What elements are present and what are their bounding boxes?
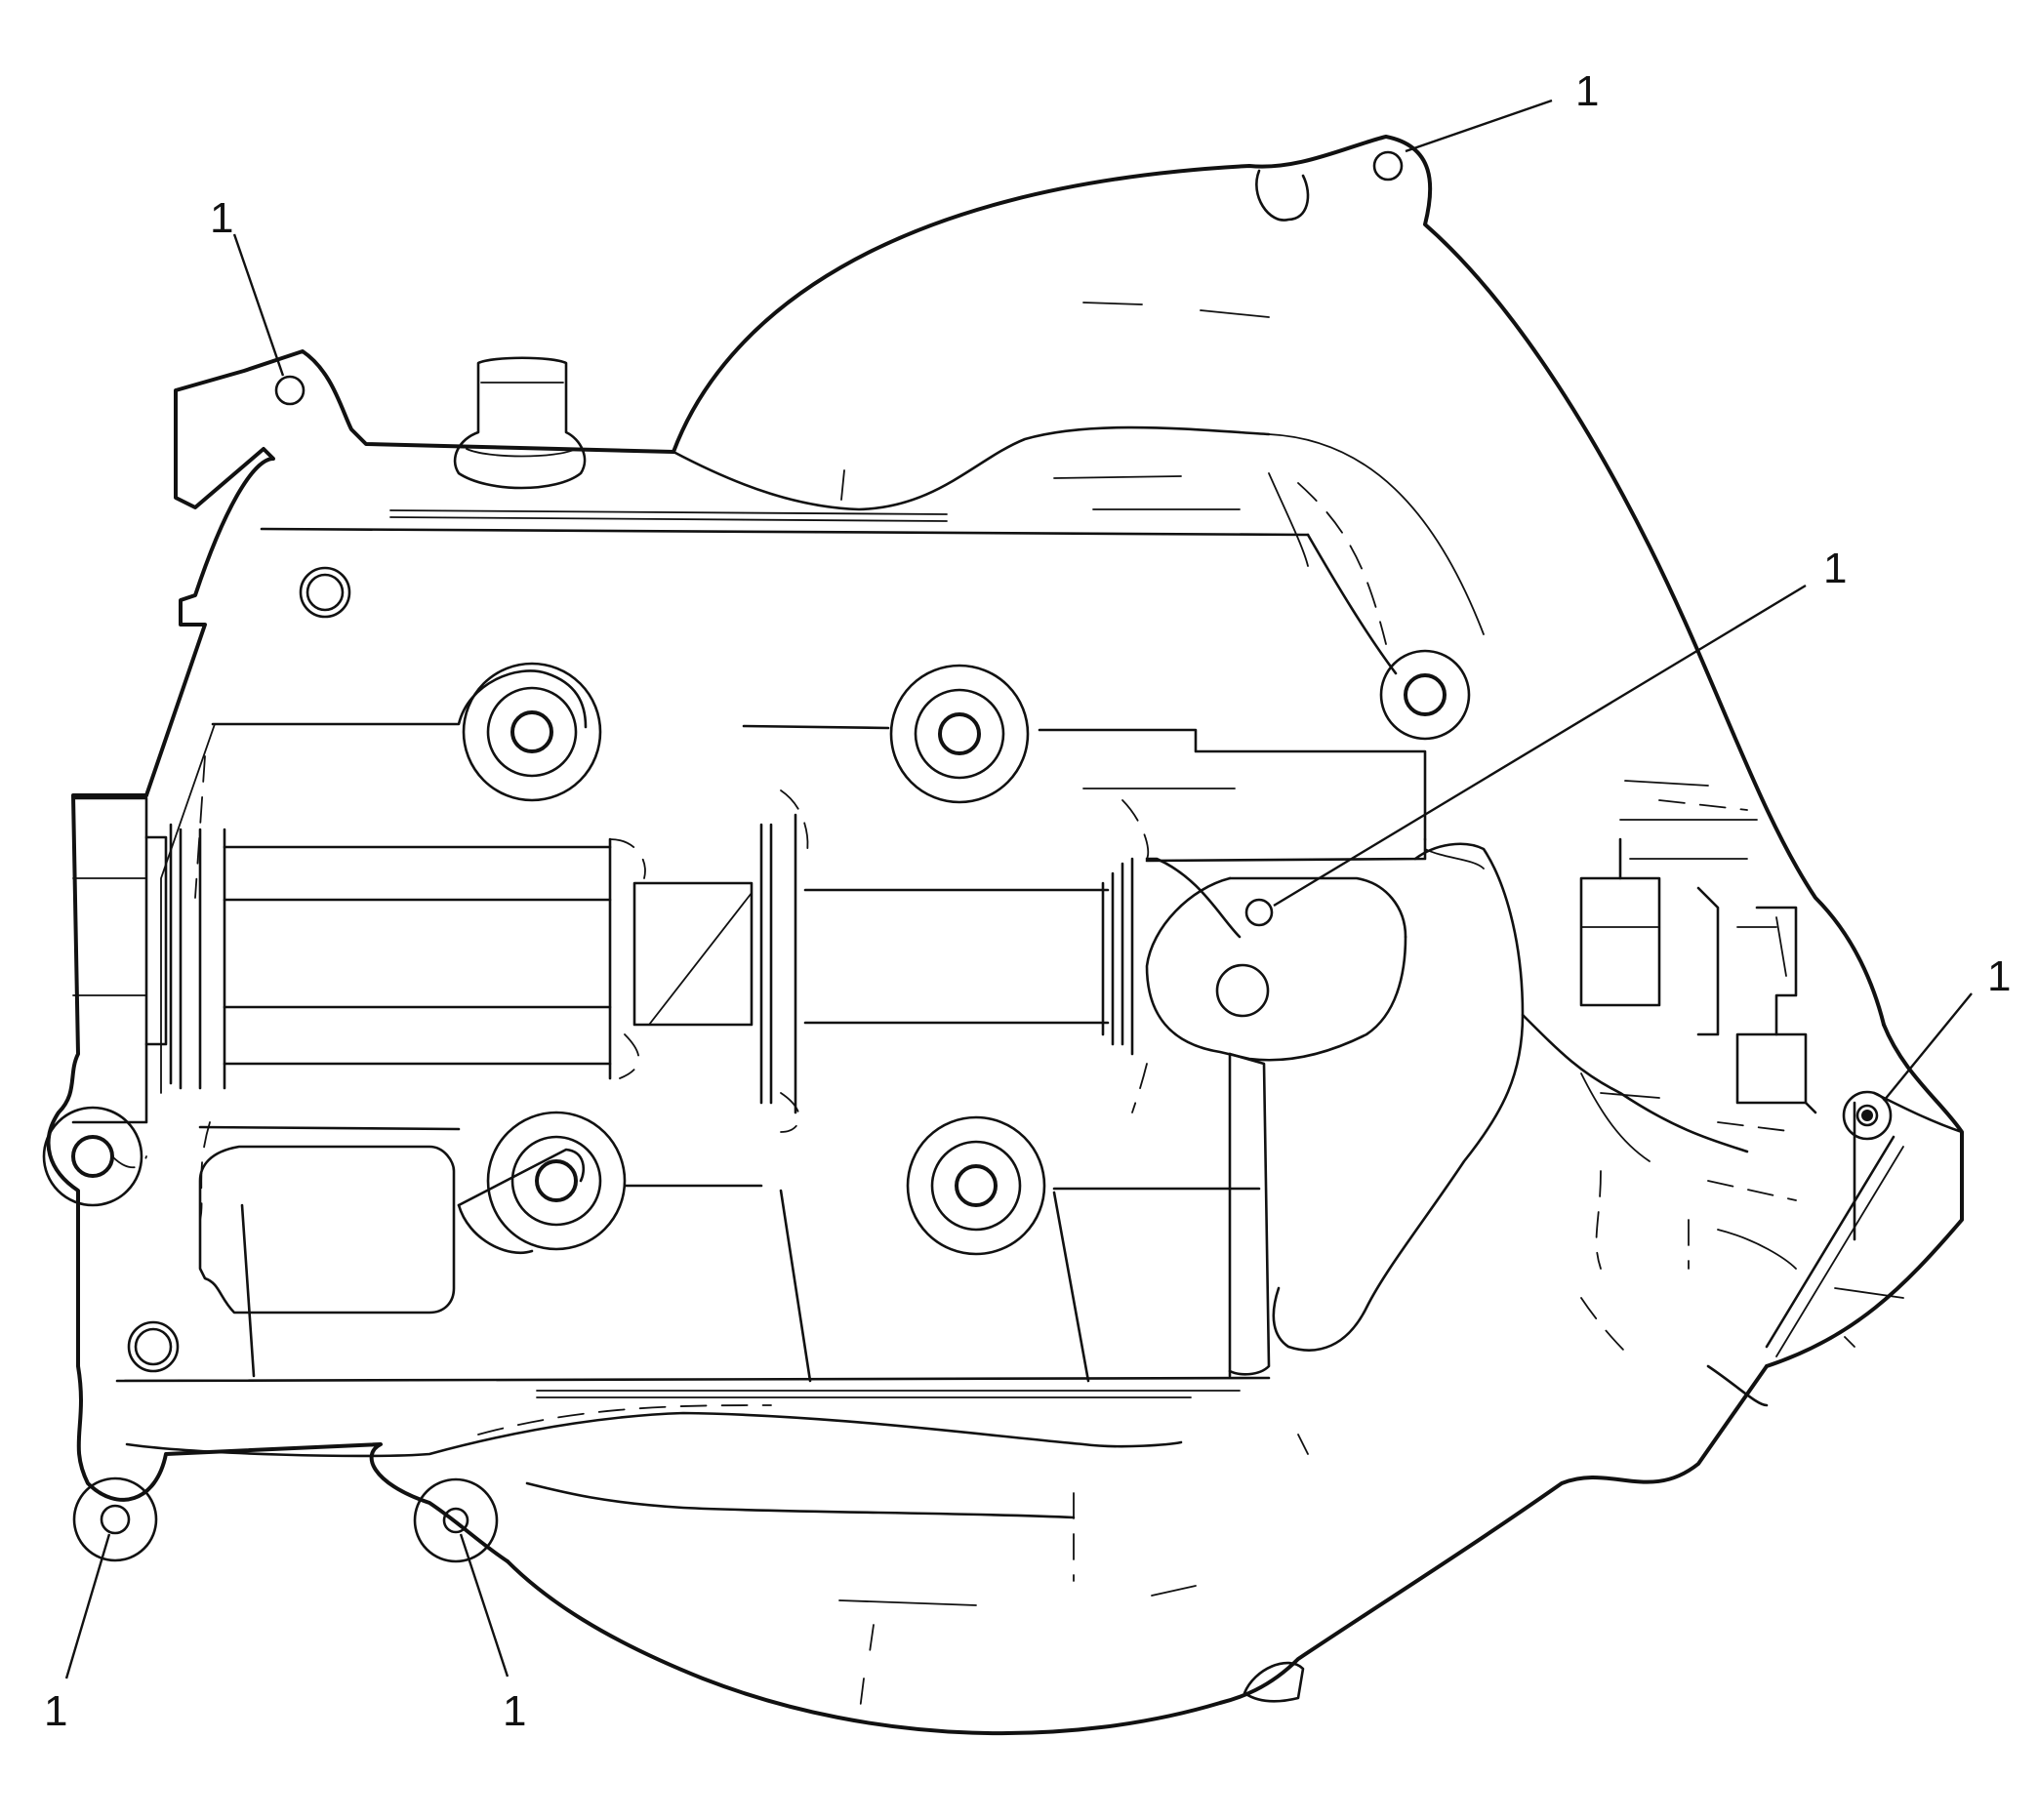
callout-lower-center: 1 <box>459 1533 526 1735</box>
callout-upper-left: 1 <box>210 194 285 377</box>
callout-label: 1 <box>503 1687 526 1735</box>
callout-label: 1 <box>1575 67 1599 115</box>
bolt-boss-3 <box>1379 649 1471 741</box>
bolt-boss-1 <box>462 662 602 802</box>
callout-label: 1 <box>1987 952 2011 1000</box>
bolt-boss-4 <box>486 1111 627 1251</box>
callout-upper-right: 1 <box>1405 67 1599 153</box>
callout-center: 1 <box>1273 545 1847 908</box>
callout-label: 1 <box>210 194 233 242</box>
callout-label: 1 <box>44 1687 67 1735</box>
bolt-boss-2 <box>889 664 1030 804</box>
callouts: 1 1 1 1 1 1 <box>44 67 2011 1735</box>
callout-lower-left: 1 <box>44 1533 111 1735</box>
mounting-bosses <box>42 150 1893 1563</box>
callout-label: 1 <box>1823 545 1847 592</box>
callout-right: 1 <box>1883 952 2011 1102</box>
bolt-boss-5 <box>906 1115 1046 1256</box>
manifold-body <box>46 135 1964 1736</box>
